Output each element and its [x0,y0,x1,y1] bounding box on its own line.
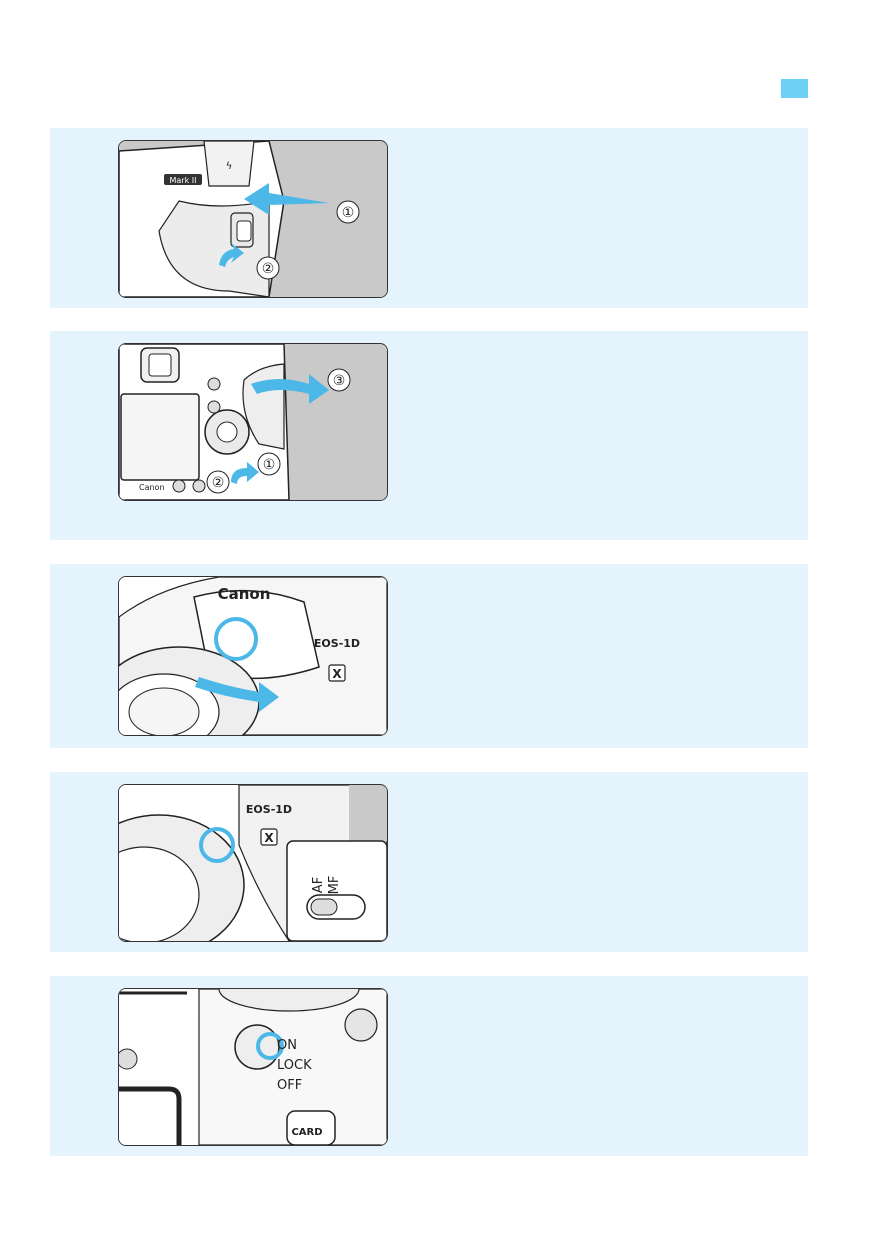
switch-label-off: OFF [277,1078,302,1093]
callout-2: ② [212,475,225,491]
step-panel-3: Canon EOS-1D X [50,564,808,748]
step-2-illustration: Canon ③ ① ② [118,343,388,501]
switch-label-on: ON [277,1038,297,1053]
model-sub-label: X [332,667,342,681]
grip-model-text: Mark II [170,176,197,185]
step-panel-5: ON LOCK OFF CARD [50,976,808,1156]
switch-label-af: AF [311,877,326,893]
switch-label-mf: MF [327,876,342,895]
camera-brand-text: Canon [218,585,271,603]
chapter-tab-marker [781,79,808,98]
svg-text:ϟ: ϟ [226,161,233,172]
step-4-illustration: EOS-1D X AF MF [118,784,388,942]
step-1-illustration: ϟ Mark II ① ② [118,140,388,298]
step-panel-1: ϟ Mark II ① ② [50,128,808,308]
camera-brand-text: Canon [139,483,165,492]
step-5-illustration: ON LOCK OFF CARD [118,988,388,1146]
switch-label-lock: LOCK [277,1058,312,1073]
card-label: CARD [291,1127,322,1138]
callout-3: ③ [333,373,346,389]
callout-1: ① [342,205,355,221]
callout-1: ① [263,457,276,473]
step-3-illustration: Canon EOS-1D X [118,576,388,736]
step-panel-4: EOS-1D X AF MF [50,772,808,952]
callout-2: ② [262,261,275,277]
model-sub-label: X [264,831,274,845]
model-label: EOS-1D [314,637,360,650]
model-label: EOS-1D [246,803,292,816]
step-panel-2: Canon ③ ① ② [50,331,808,540]
